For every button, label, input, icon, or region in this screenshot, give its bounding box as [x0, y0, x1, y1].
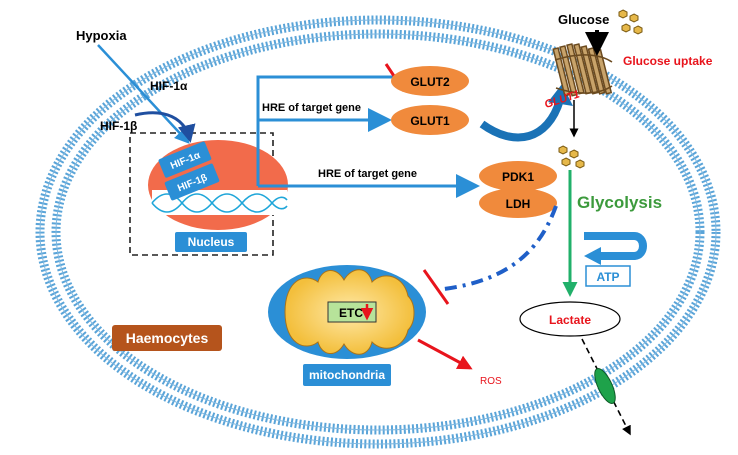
hre-label-top: HRE of target gene: [262, 102, 361, 114]
ldh-label: LDH: [506, 197, 531, 211]
glut1-translocation-arrowhead: [548, 84, 573, 106]
ldh-mito-inhibition-line: [443, 205, 558, 291]
hif1a-label: HIF-1α: [150, 79, 188, 93]
hif1b-arrow: [134, 111, 196, 143]
lactate-node: [519, 301, 621, 337]
atp-box: [585, 265, 631, 287]
glycolysis-label: Glycolysis: [577, 193, 662, 212]
glut2-arrow: [256, 75, 398, 186]
cell-membrane: [35, 15, 721, 449]
glucose-uptake-label: Glucose uptake: [623, 54, 713, 68]
atp-cycle-arrowhead: [584, 247, 601, 265]
ros-arrow: [417, 338, 473, 370]
lactate-label: Lactate: [549, 313, 591, 327]
glut2-node: [391, 66, 469, 96]
hif1b-label: HIF-1β: [100, 119, 137, 133]
mitochondria-label: mitochondria: [309, 368, 385, 382]
glut1-label: GLUT1: [410, 114, 450, 128]
dna-helix: [151, 193, 288, 213]
hre-label-bottom: HRE of target gene: [318, 168, 417, 180]
haemocytes-label: Haemocytes: [126, 330, 209, 346]
glucose-label: Glucose: [558, 12, 609, 27]
glut2-label: GLUT2: [410, 75, 450, 89]
glut1-node: [391, 105, 469, 135]
gene-activation-arrows: [256, 75, 480, 198]
mito-inhibition-bar: [422, 269, 450, 305]
pdk1-label: PDK1: [502, 170, 534, 184]
atp-label: ATP: [596, 270, 619, 284]
atp-cycle-arrow: [584, 232, 647, 260]
glut1-translocation-arrow: [479, 98, 564, 142]
nucleus-label: Nucleus: [188, 235, 235, 249]
pdk1-node: [479, 161, 557, 191]
hypoxia-label: Hypoxia: [76, 28, 127, 43]
hif1a-box: HIF-1α: [158, 141, 212, 178]
glucose-molecules-outside: [618, 9, 643, 35]
glucose-molecules-inside: [558, 145, 585, 169]
lactate-transporter: [594, 368, 616, 404]
ldh-node: [479, 188, 557, 218]
haemocytes-box: [112, 325, 222, 351]
hif1b-box: HIF-1β: [164, 163, 220, 201]
etc-label: ETC: [339, 306, 363, 320]
mitochondria-label-box: [303, 364, 391, 386]
ros-label: ROS: [480, 376, 502, 387]
hypoxia-arrow: [97, 44, 190, 144]
nucleus-label-box: [175, 232, 247, 252]
